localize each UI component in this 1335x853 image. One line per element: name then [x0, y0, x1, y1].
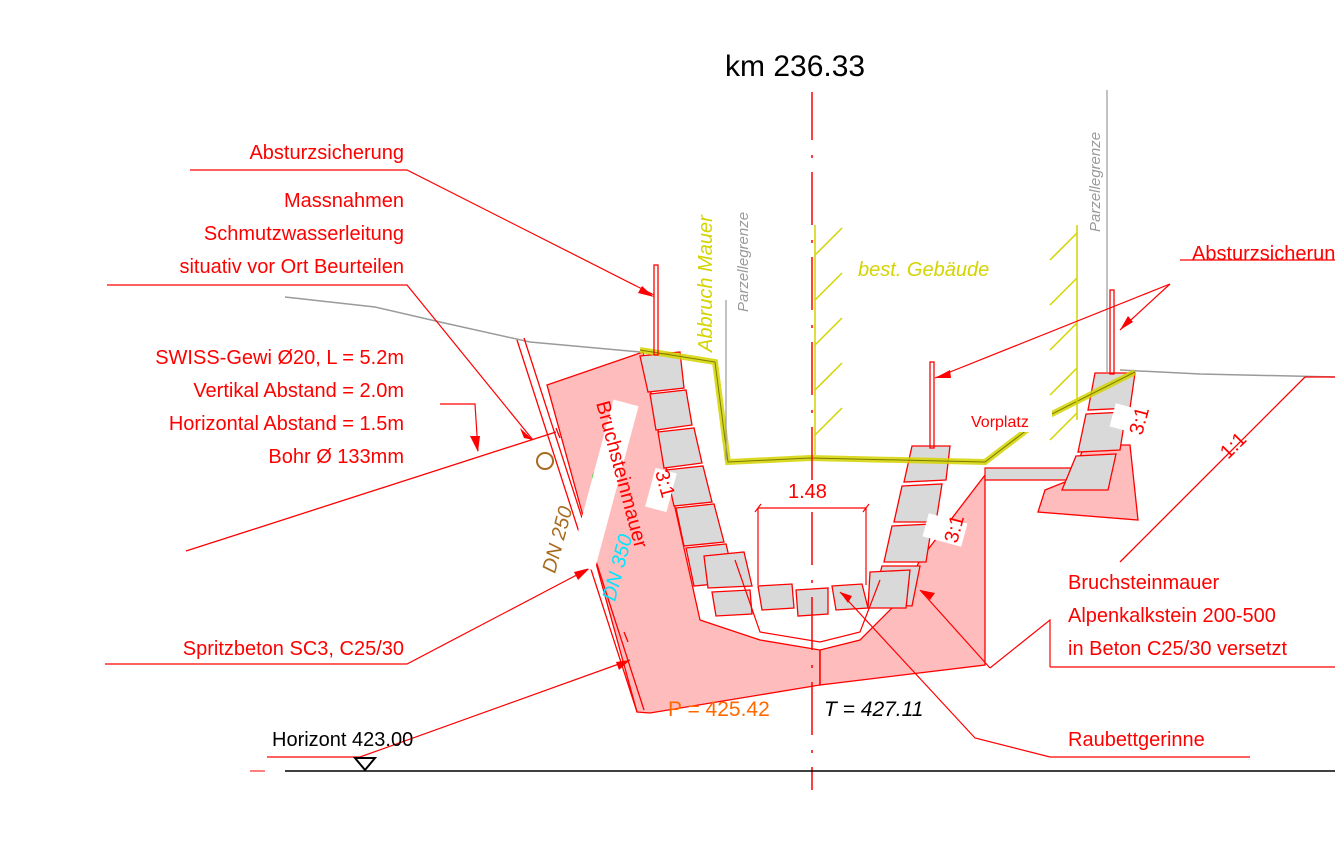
label-dn250: DN 250 — [539, 504, 578, 575]
horizon-marker-icon — [352, 757, 378, 772]
p-value: P = 425.42 — [668, 698, 770, 721]
label-massnahmen-3: situativ vor Ort Beurteilen — [179, 256, 404, 278]
label-horizont: Horizont 423.00 — [272, 729, 413, 751]
dimension-width-label: 1.48 — [788, 481, 827, 503]
label-massnahmen-1: Massnahmen — [284, 190, 404, 212]
vorplatz-label-box: Vorplatz — [968, 408, 1052, 432]
station-label: km 236.33 — [725, 50, 865, 83]
stone-wall-right — [867, 372, 1136, 609]
label-absturz-right: Absturzsicherung — [1192, 243, 1335, 265]
label-parzelle-left: Parzellegrenze — [735, 212, 752, 312]
pipe-dn250-icon — [536, 452, 554, 470]
label-ratio-11: 1:1 — [1216, 428, 1251, 463]
ratio-labels: 3:1 3:1 3:1 1:1 — [645, 403, 1251, 547]
parcel-boundaries — [725, 90, 1108, 460]
label-raubett: Raubettgerinne — [1068, 729, 1205, 751]
stone-wall-left — [639, 351, 869, 617]
label-bruch-right-3: in Beton C25/30 versetzt — [1068, 638, 1287, 660]
label-parzelle-right: Parzellegrenze — [1087, 132, 1104, 232]
label-vorplatz: Vorplatz — [971, 414, 1029, 431]
dimension-width — [754, 503, 870, 585]
horizon-line — [250, 757, 1335, 772]
arrowheads — [470, 286, 1133, 670]
label-gebaeude: best. Gebäude — [858, 259, 989, 281]
label-bruch-right-1: Bruchsteinmauer — [1068, 572, 1220, 594]
channel-outline — [734, 559, 881, 643]
leader-lines — [105, 169, 1335, 758]
label-gewi-3: Horizontal Abstand = 1.5m — [169, 413, 404, 435]
label-abbruch-mauer: Abbruch Mauer — [695, 214, 717, 353]
label-bruch-right-2: Alpenkalkstein 200-500 — [1068, 605, 1276, 627]
label-gewi-4: Bohr Ø 133mm — [268, 446, 404, 468]
label-absturz-left: Absturzsicherung — [249, 142, 404, 164]
existing-wall-yellow — [639, 347, 1137, 466]
label-spritzbeton: Spritzbeton SC3, C25/30 — [183, 638, 404, 660]
label-gewi-1: SWISS-Gewi Ø20, L = 5.2m — [155, 347, 404, 369]
building-hatch — [814, 225, 1078, 455]
label-massnahmen-2: Schmutzwasserleitung — [204, 223, 404, 245]
fall-protection-posts — [653, 264, 1115, 449]
label-gewi-2: Vertikal Abstand = 2.0m — [193, 380, 404, 402]
existing-terrain — [284, 296, 1335, 378]
slope-line-right — [1119, 376, 1335, 563]
t-value: T = 427.11 — [824, 698, 923, 721]
